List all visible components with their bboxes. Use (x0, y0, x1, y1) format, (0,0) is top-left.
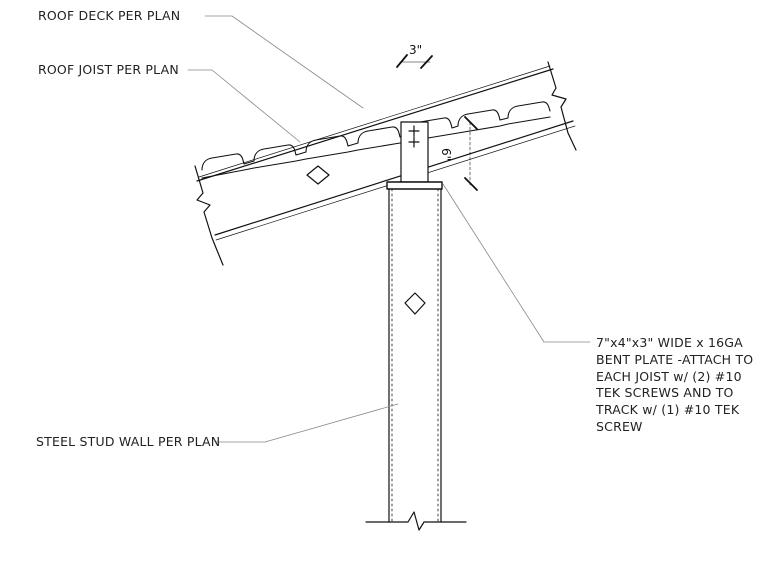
tek-screws (408, 125, 420, 148)
top-track (386, 181, 443, 190)
joist-top-flange-inner (198, 65, 551, 178)
roof-deck-underside (201, 116, 551, 179)
roof-deck-profile (201, 101, 551, 171)
dimension-text-height: 6" (439, 148, 453, 162)
leader-roof-joist (187, 69, 301, 143)
label-steel-stud-wall: STEEL STUD WALL PER PLAN (36, 434, 221, 449)
joist-top-flange (196, 68, 554, 182)
joist-bottom-flange (214, 120, 574, 236)
leader-bent-plate (442, 183, 591, 343)
stud-break-bottom (365, 511, 467, 531)
stud-section-diamond (404, 292, 426, 315)
dimension-text-width: 3" (409, 43, 423, 57)
joist-break-right (547, 61, 577, 151)
dimension-plate-height (464, 116, 478, 191)
label-bent-plate-note: 7"x4"x3" WIDE x 16GA BENT PLATE -ATTACH … (596, 335, 754, 434)
joist-break-left (194, 165, 224, 266)
label-roof-deck: ROOF DECK PER PLAN (38, 8, 181, 23)
label-roof-joist: ROOF JOIST PER PLAN (38, 62, 179, 77)
leader-roof-deck (204, 15, 364, 109)
joist-section-diamond (306, 165, 330, 185)
leader-steel-stud-wall (215, 403, 399, 443)
